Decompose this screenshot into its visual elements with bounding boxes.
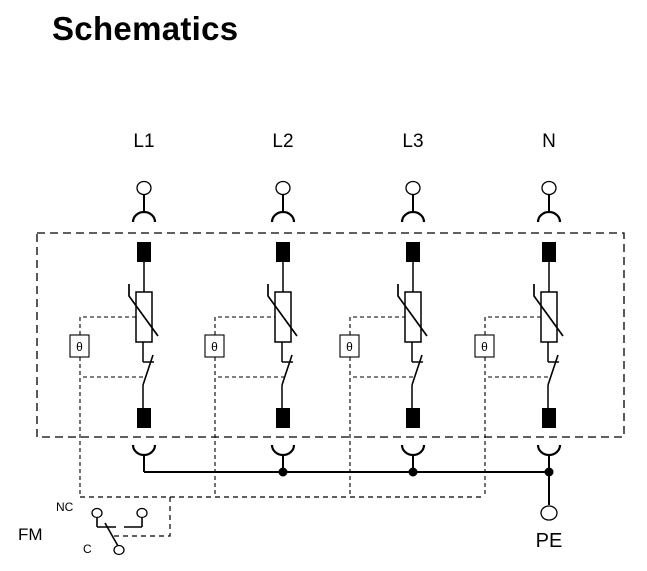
- thermal-sensor-box: [69, 334, 90, 358]
- plug-socket-icon: [400, 210, 426, 223]
- thermal-sensor-icon: θ: [481, 340, 488, 354]
- pe-label: PE: [536, 530, 563, 552]
- contact-block: [276, 242, 290, 262]
- plug-socket-icon: [131, 210, 157, 223]
- plug-socket-icon: [536, 444, 562, 457]
- no-terminal-icon: [136, 507, 148, 519]
- contact-block: [542, 408, 556, 428]
- terminal-icon: [136, 180, 152, 196]
- contact-block: [137, 242, 151, 262]
- enclosure-box: [36, 232, 625, 438]
- channel-l1: L1 θ: [69, 131, 159, 497]
- channel-l3: L3 θ: [339, 131, 428, 497]
- fm-label: FM: [18, 525, 43, 544]
- plug-socket-icon: [131, 444, 157, 457]
- fm-switch-blade: [104, 522, 119, 547]
- contact-block: [137, 408, 151, 428]
- thermal-sensor-icon: θ: [346, 340, 353, 354]
- thermal-sensor-icon: θ: [76, 340, 83, 354]
- phase-label: L1: [133, 131, 154, 152]
- varistor-slash: [533, 284, 564, 337]
- phase-label: L3: [402, 131, 423, 152]
- varistor-slash: [267, 284, 298, 337]
- nc-terminal-icon: [91, 507, 103, 519]
- c-label: C: [83, 542, 92, 556]
- disconnect-switch-icon: [411, 354, 423, 386]
- terminal-icon: [405, 180, 421, 196]
- disconnect-switch-icon: [281, 354, 293, 386]
- thermal-sensor-box: [339, 334, 360, 358]
- thermal-sensor-box: [204, 334, 225, 358]
- contact-block: [406, 408, 420, 428]
- thermal-coupling-line: [349, 316, 405, 335]
- thermal-sensor-box: [474, 334, 495, 358]
- plug-socket-icon: [270, 210, 296, 223]
- nc-label: NC: [56, 500, 74, 514]
- phase-label: N: [542, 131, 556, 152]
- contact-block: [542, 242, 556, 262]
- disconnect-switch-icon: [547, 354, 559, 386]
- thermal-coupling-line: [214, 316, 275, 335]
- c-terminal-icon: [113, 544, 125, 556]
- page-title: Schematics: [52, 10, 239, 47]
- terminal-icon: [275, 180, 291, 196]
- plug-socket-icon: [270, 444, 296, 457]
- thermal-coupling-line: [484, 316, 541, 335]
- pe-terminal-icon: [540, 505, 558, 521]
- channel-l2: L2 θ: [204, 131, 298, 497]
- varistor-slash: [128, 284, 159, 337]
- terminal-icon: [541, 180, 557, 196]
- fm-contact: NC C FM: [18, 497, 171, 556]
- plug-socket-icon: [536, 210, 562, 223]
- thermal-coupling-line: [79, 316, 136, 335]
- disconnect-switch-icon: [142, 354, 154, 386]
- contact-block: [406, 242, 420, 262]
- contact-block: [276, 408, 290, 428]
- thermal-sensor-icon: θ: [211, 340, 218, 354]
- channel-n: Nθ: [474, 131, 564, 497]
- fm-dashed-link: [113, 497, 171, 537]
- plug-socket-icon: [400, 444, 426, 457]
- phase-label: L2: [272, 131, 293, 152]
- varistor-slash: [397, 284, 428, 337]
